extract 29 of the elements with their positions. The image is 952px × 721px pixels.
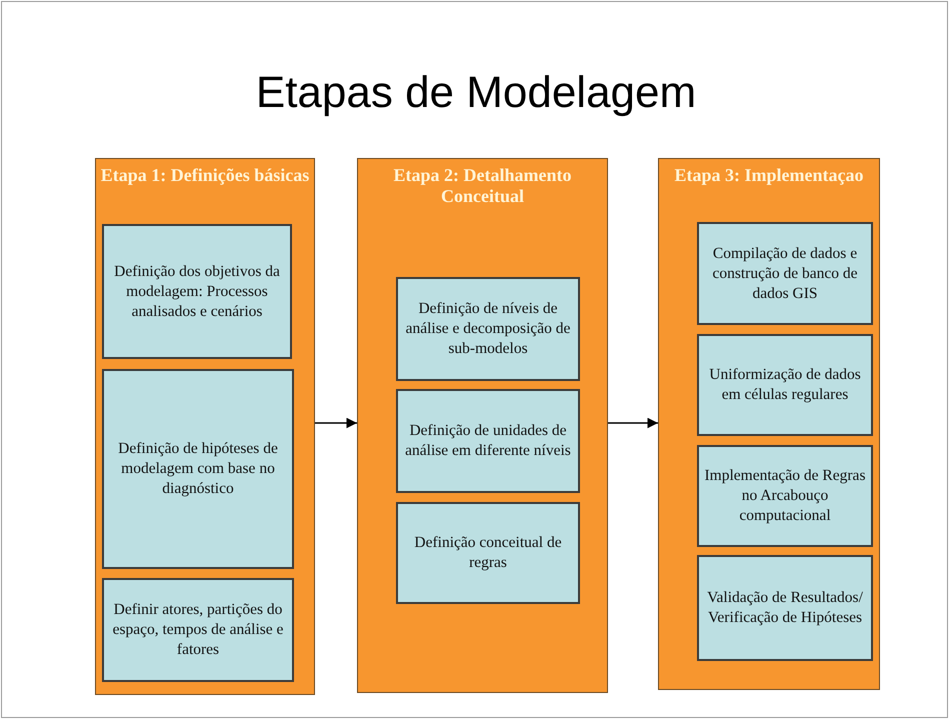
stage-heading: Etapa 2: Detalhamento Conceitual <box>392 165 572 207</box>
step-text: Definição conceitual de regras <box>413 533 563 573</box>
step-text: Compilação de dados e construção de banco de dados GIS <box>711 244 859 304</box>
step-box <box>102 578 294 682</box>
stage-heading: Etapa 3: Implementaçao <box>674 165 864 186</box>
step-box <box>102 224 292 359</box>
step-box <box>396 277 580 381</box>
arrow <box>608 418 658 428</box>
step-box <box>697 222 873 325</box>
step-text: Validação de Resultados/ Verificação de Hipóteses <box>706 588 864 628</box>
stage-panel <box>95 158 315 695</box>
step-box <box>697 555 873 661</box>
step-text: Definição de hipóteses de modelagem com base no diagnóstico <box>117 439 279 499</box>
step-text: Definição de níveis de análise e decomposição de sub-modelos <box>404 299 572 359</box>
step-box <box>697 334 873 436</box>
stage-panel <box>658 158 880 690</box>
stage-heading: Etapa 1: Definições básicas <box>100 165 310 186</box>
step-text: Definir atores, partições do espaço, tempos de análise e fatores <box>112 600 284 660</box>
step-box <box>102 369 294 569</box>
step-text: Uniformização de dados em células regulares <box>708 365 862 405</box>
step-box <box>697 445 873 547</box>
step-box <box>396 502 580 604</box>
step-text: Implementação de Regras no Arcabouço computacional <box>704 466 866 526</box>
step-text: Definição de unidades de análise em diferente níveis <box>404 421 572 461</box>
step-text: Definição dos objetivos da modelagem: Processos analisados e cenários <box>113 262 281 322</box>
arrow <box>315 418 357 428</box>
stage-panel <box>357 158 608 693</box>
title: Etapas de Modelagem <box>254 68 698 118</box>
step-box <box>396 389 580 493</box>
